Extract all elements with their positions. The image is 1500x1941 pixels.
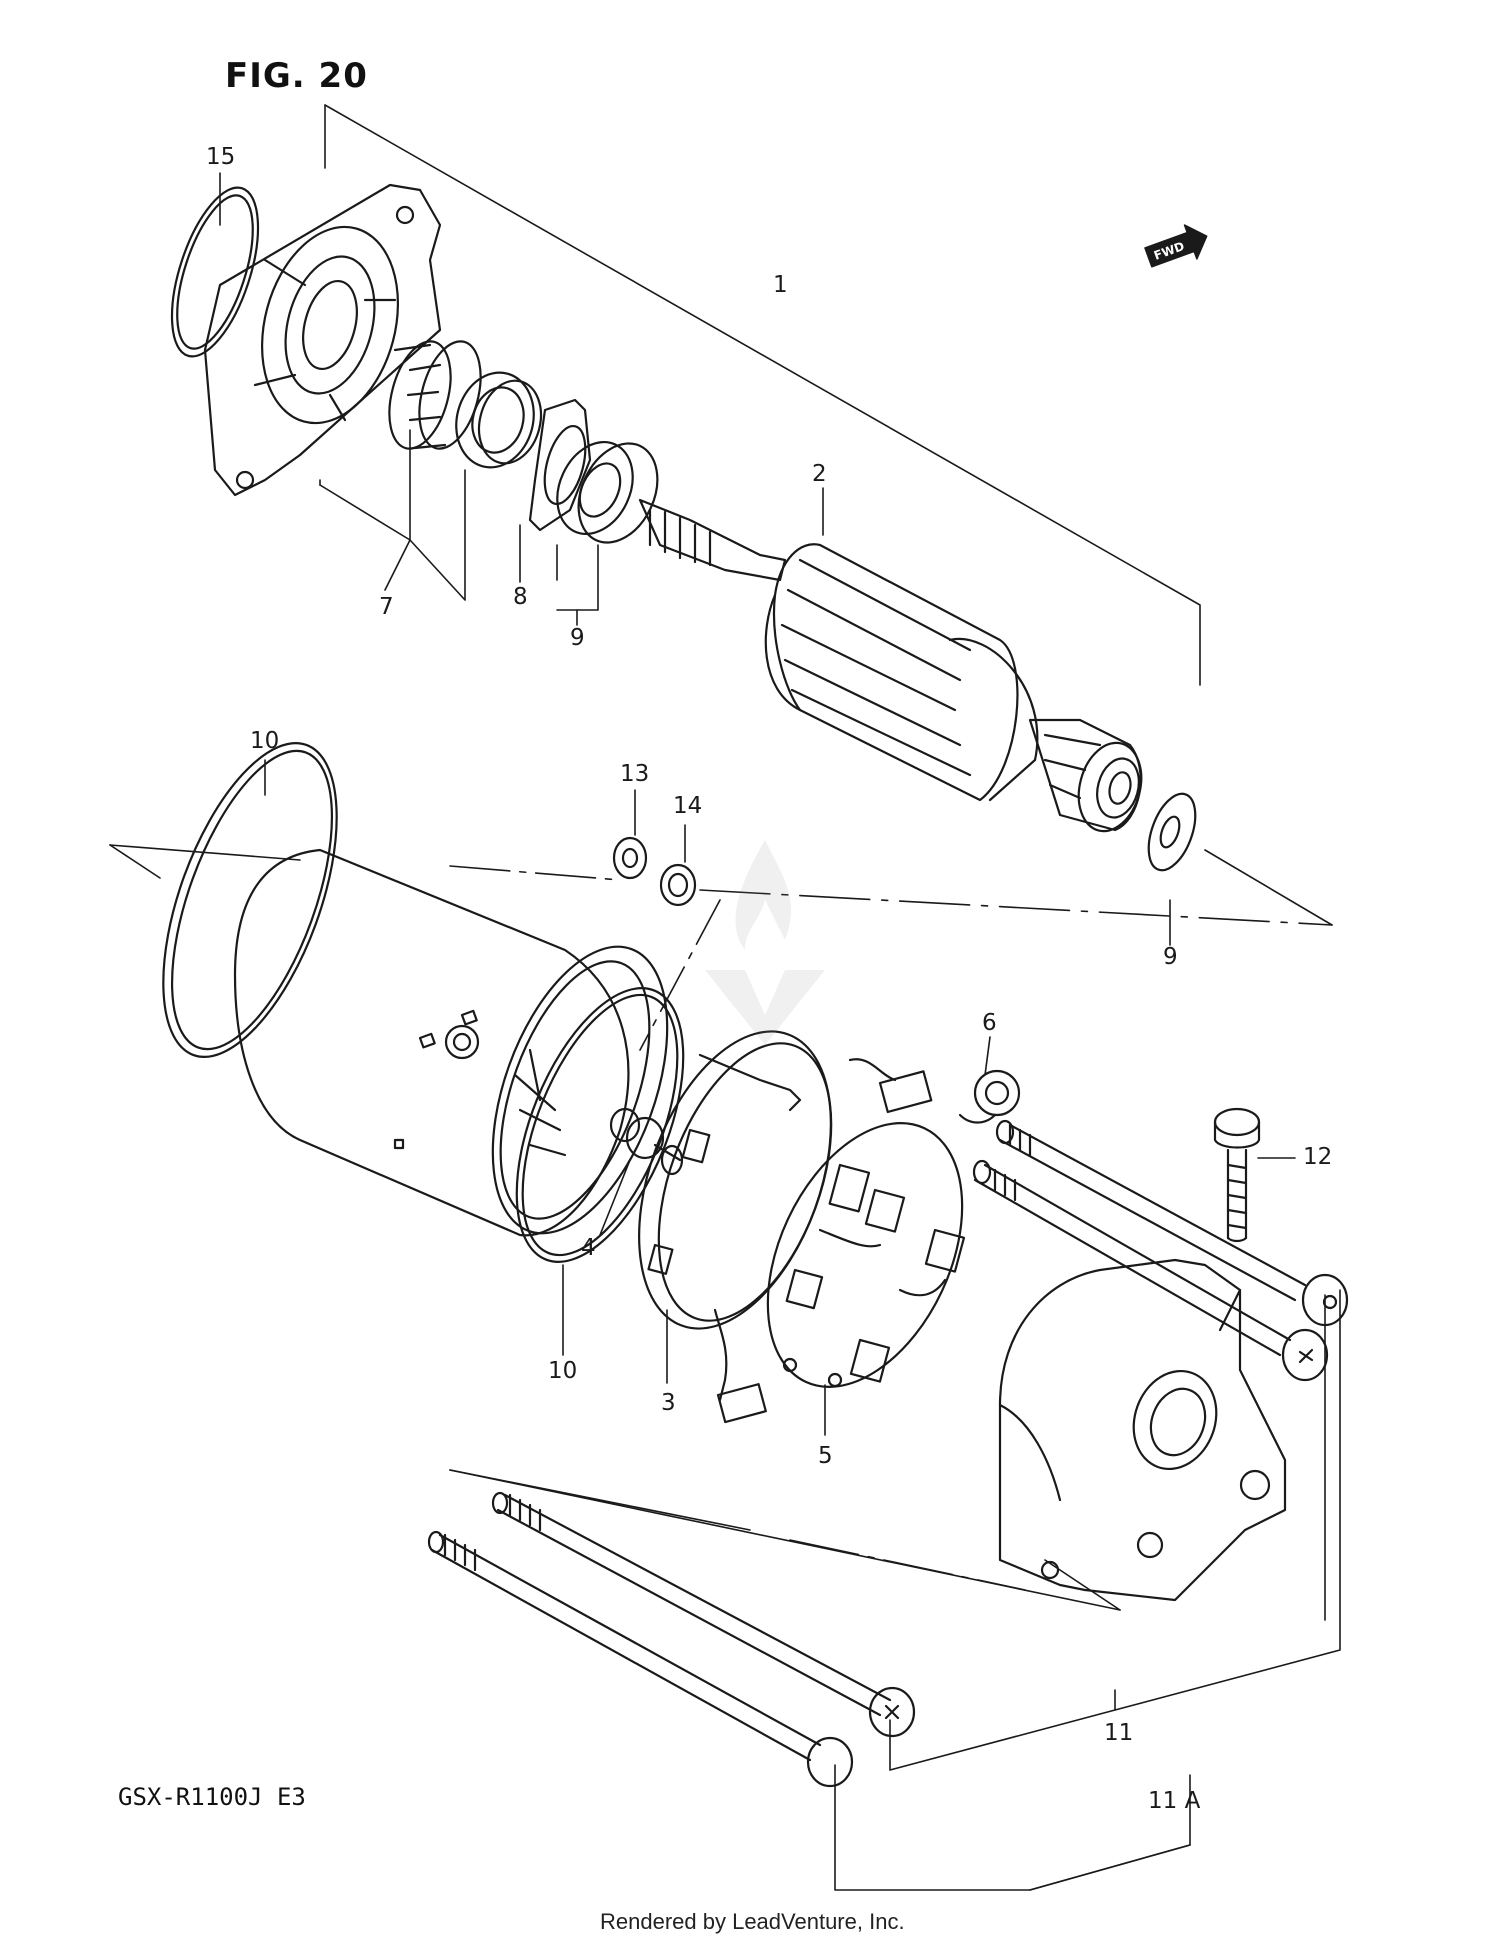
washer-14 <box>659 863 697 907</box>
through-bolt-lower-b <box>427 1530 854 1788</box>
render-footer: Rendered by LeadVenture, Inc. <box>600 1909 905 1934</box>
callout-13: 13 <box>620 761 650 787</box>
armature-2 <box>638 498 1143 833</box>
fwd-arrow-icon: FWD <box>1144 224 1208 268</box>
callout-2: 2 <box>812 461 827 487</box>
callout-11: 11 <box>1104 1720 1134 1746</box>
bolt-12 <box>1213 1107 1261 1243</box>
o-ring-10-bottom <box>515 987 685 1263</box>
callout-10-bottom: 10 <box>548 1358 578 1384</box>
oil-seal-7 <box>455 371 543 469</box>
through-bolt-upper-b <box>972 1159 1329 1382</box>
lock-washer-8 <box>528 398 592 532</box>
callout-11a: 11 A <box>1148 1788 1201 1814</box>
through-bolt-upper-a <box>995 1119 1349 1327</box>
motor-yoke-case <box>233 848 669 1237</box>
callout-14: 14 <box>673 793 703 819</box>
callout-6: 6 <box>982 1010 997 1036</box>
callout-12: 12 <box>1303 1144 1333 1170</box>
through-bolt-lower-a <box>491 1491 916 1738</box>
callout-5: 5 <box>818 1443 833 1469</box>
needle-bearing-7 <box>388 340 482 450</box>
rear-cover-housing <box>998 1258 1287 1602</box>
leader-lines <box>109 104 1341 1891</box>
o-ring-10-top <box>162 742 338 1058</box>
callout-15: 15 <box>206 144 236 170</box>
watermark-logo-icon <box>705 840 825 1045</box>
clip-6 <box>958 1069 1021 1124</box>
brush-plate-3 <box>638 1030 933 1424</box>
o-ring-15 <box>170 186 260 358</box>
callout-3: 3 <box>661 1390 676 1416</box>
callout-9-right: 9 <box>1163 944 1178 970</box>
callout-4: 4 <box>581 1235 596 1261</box>
model-code: GSX-R1100J E3 <box>118 1783 306 1811</box>
front-cover-housing <box>203 183 442 497</box>
thrust-washers-9 <box>556 440 659 544</box>
callout-9-top: 9 <box>570 625 585 651</box>
callout-1: 1 <box>773 272 788 298</box>
callout-8: 8 <box>513 584 528 610</box>
terminal-bolt-4 <box>609 1107 684 1176</box>
callout-7: 7 <box>379 594 394 620</box>
nut-13 <box>612 836 648 880</box>
callout-10-top: 10 <box>250 728 280 754</box>
figure-title: FIG. 20 <box>225 56 368 96</box>
thrust-washer-9-right <box>1147 792 1197 872</box>
brush-holder-5 <box>766 1122 966 1388</box>
